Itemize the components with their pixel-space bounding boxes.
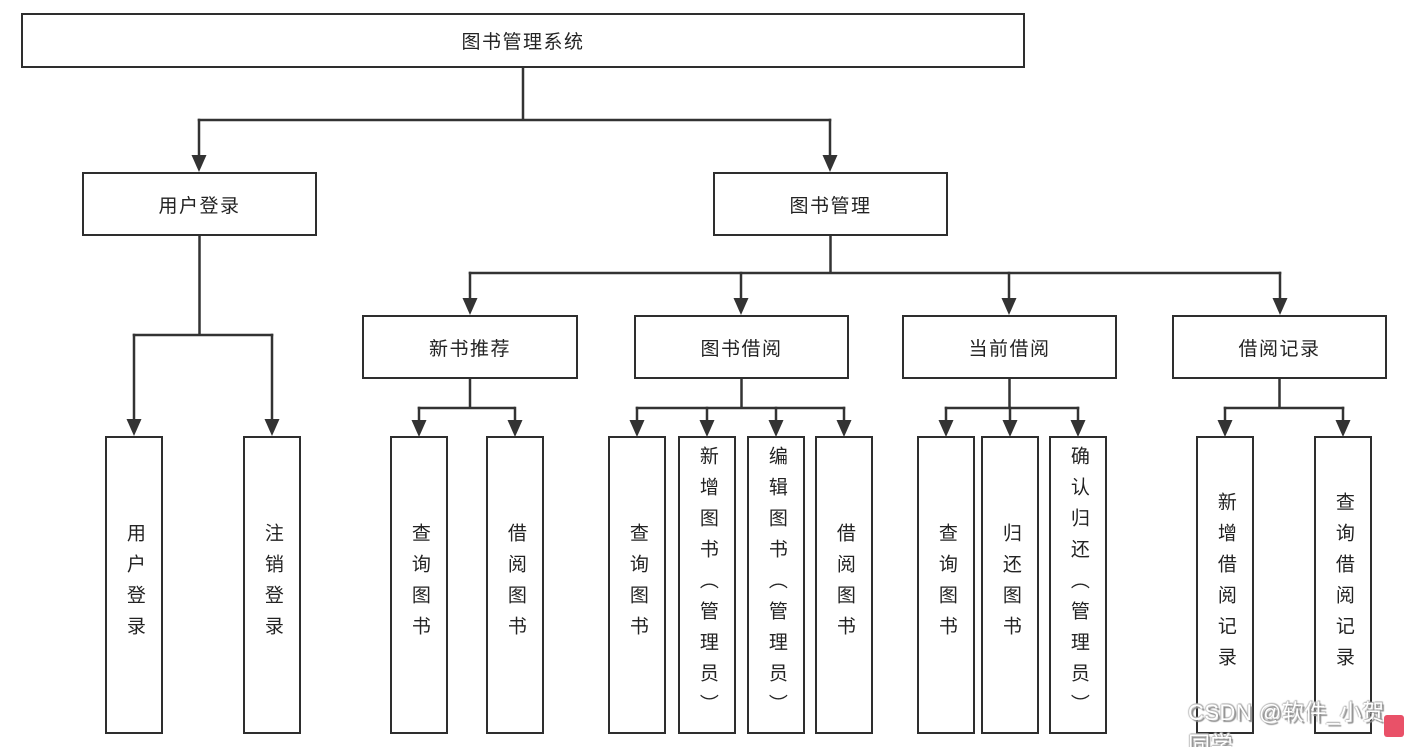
leaf-add-books-admin: 新增图书（管理员） bbox=[678, 436, 736, 734]
watermark-red-mark bbox=[1384, 715, 1404, 737]
watermark: CSDN @软件_小贺同学 bbox=[1188, 700, 1405, 747]
leaf-borrow-books-recommend: 借阅图书 bbox=[486, 436, 544, 734]
leaf-confirm-return-admin: 确认归还（管理员） bbox=[1049, 436, 1107, 734]
node-current-borrow: 当前借阅 bbox=[902, 315, 1117, 379]
leaf-return-books: 归还图书 bbox=[981, 436, 1039, 734]
leaf-borrow-books: 借阅图书 bbox=[815, 436, 873, 734]
leaf-query-books-current: 查询图书 bbox=[917, 436, 975, 734]
node-book-borrow: 图书借阅 bbox=[634, 315, 849, 379]
node-new-book-recommend: 新书推荐 bbox=[362, 315, 578, 379]
watermark-text: CSDN @软件_小贺同学 bbox=[1188, 700, 1385, 747]
leaf-query-borrow-record: 查询借阅记录 bbox=[1314, 436, 1372, 734]
node-library-system: 图书管理系统 bbox=[21, 13, 1025, 68]
leaf-query-books-borrow: 查询图书 bbox=[608, 436, 666, 734]
node-book-management: 图书管理 bbox=[713, 172, 948, 236]
node-borrow-records: 借阅记录 bbox=[1172, 315, 1387, 379]
arrowheads bbox=[126, 155, 1351, 437]
leaf-query-books-recommend: 查询图书 bbox=[390, 436, 448, 734]
leaf-user-login: 用户登录 bbox=[105, 436, 163, 734]
leaf-edit-books-admin: 编辑图书（管理员） bbox=[747, 436, 805, 734]
leaf-logout: 注销登录 bbox=[243, 436, 301, 734]
leaf-add-borrow-record: 新增借阅记录 bbox=[1196, 436, 1254, 734]
node-user-login: 用户登录 bbox=[82, 172, 317, 236]
